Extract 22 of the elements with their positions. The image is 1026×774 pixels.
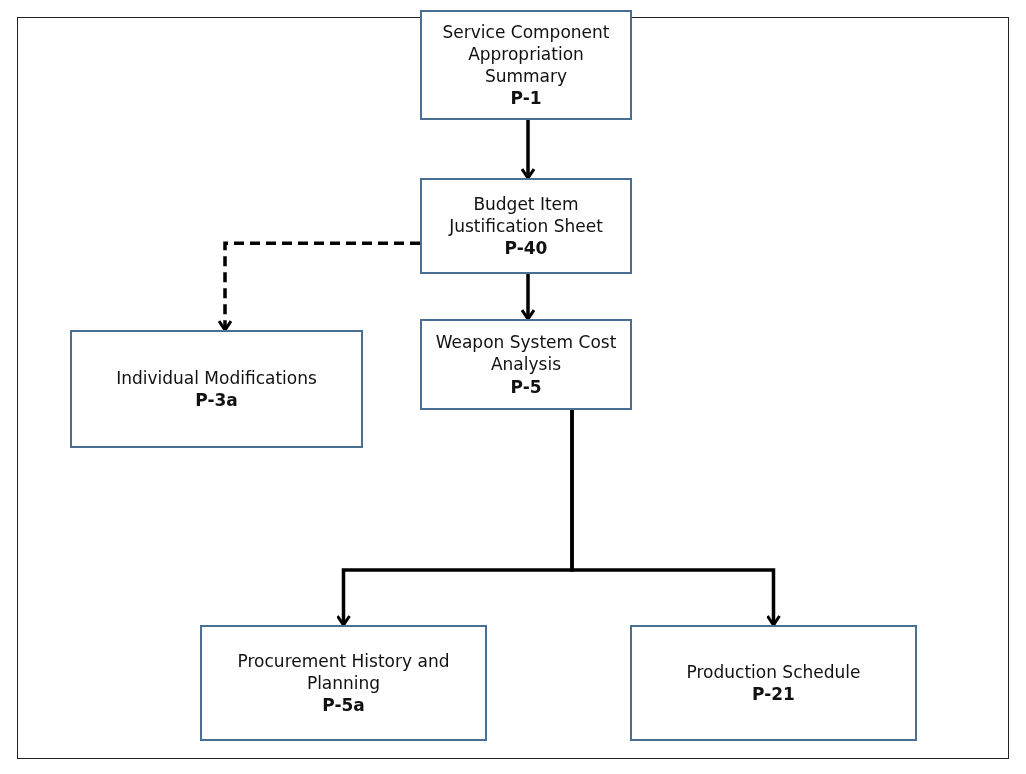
form-code: P-40 <box>504 237 548 260</box>
arrow <box>520 120 536 180</box>
process-box <box>70 330 363 448</box>
form-code: P-1 <box>510 87 542 110</box>
process-box <box>630 625 917 741</box>
form-code: P-3a <box>195 389 238 412</box>
form-code: P-5 <box>510 375 542 398</box>
form-code: P-21 <box>752 683 795 706</box>
process-box <box>200 625 487 741</box>
box-title: Production Schedule <box>686 660 861 683</box>
box-title: Procurement History and Planning <box>236 649 451 695</box>
box-title: Weapon System Cost Analysis <box>434 331 618 376</box>
arrow <box>520 274 536 321</box>
process-box <box>420 319 632 410</box>
process-box <box>420 178 632 274</box>
dashed-arrow <box>217 241 420 332</box>
box-title: Budget Item Justification Sheet <box>447 192 604 238</box>
form-code: P-5a <box>322 694 365 717</box>
arrow <box>570 410 781 627</box>
box-title: Individual Modifications <box>116 366 317 389</box>
process-box <box>420 10 632 120</box>
box-title: Service Component Appropriation Summary <box>441 20 611 88</box>
